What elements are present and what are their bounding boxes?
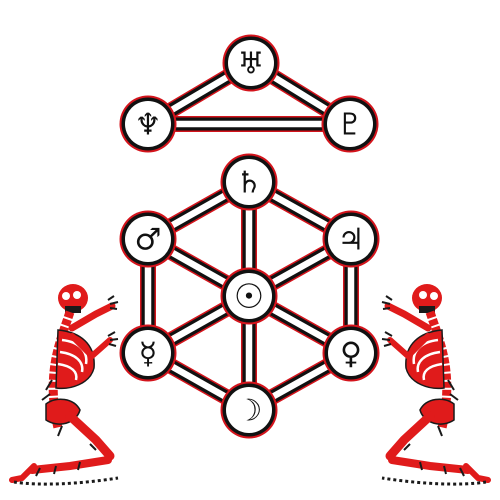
- node-mars: ♂: [119, 210, 177, 268]
- node-pluto: ♇: [321, 95, 379, 153]
- sun-symbol-icon: ☉: [234, 277, 264, 317]
- connecting-paths: [140, 56, 359, 417]
- node-venus: ♀: [322, 324, 380, 382]
- planet-nodes: ♅ ♆ ♇ ♄ ♂ ♃ ☉ ☿ ♀ ☽: [119, 34, 380, 439]
- node-moon: ☽: [220, 381, 278, 439]
- saturn-symbol-icon: ♄: [236, 166, 263, 201]
- neptune-symbol-icon: ♆: [135, 108, 162, 143]
- node-saturn: ♄: [220, 153, 278, 211]
- venus-symbol-icon: ♀: [340, 337, 362, 372]
- node-neptune: ♆: [119, 95, 177, 153]
- kneeling-skeleton-left-icon: [9, 284, 119, 486]
- pluto-symbol-icon: ♇: [337, 108, 364, 143]
- node-jupiter: ♃: [322, 210, 380, 268]
- node-uranus: ♅: [222, 34, 280, 92]
- jupiter-symbol-icon: ♃: [338, 223, 365, 258]
- mercury-symbol-icon: ☿: [139, 337, 157, 372]
- node-sun: ☉: [220, 267, 278, 325]
- mars-symbol-icon: ♂: [135, 223, 162, 258]
- moon-symbol-icon: ☽: [236, 394, 263, 429]
- kneeling-skeleton-right-icon: [381, 284, 491, 486]
- node-mercury: ☿: [119, 324, 177, 382]
- uranus-symbol-icon: ♅: [238, 47, 265, 82]
